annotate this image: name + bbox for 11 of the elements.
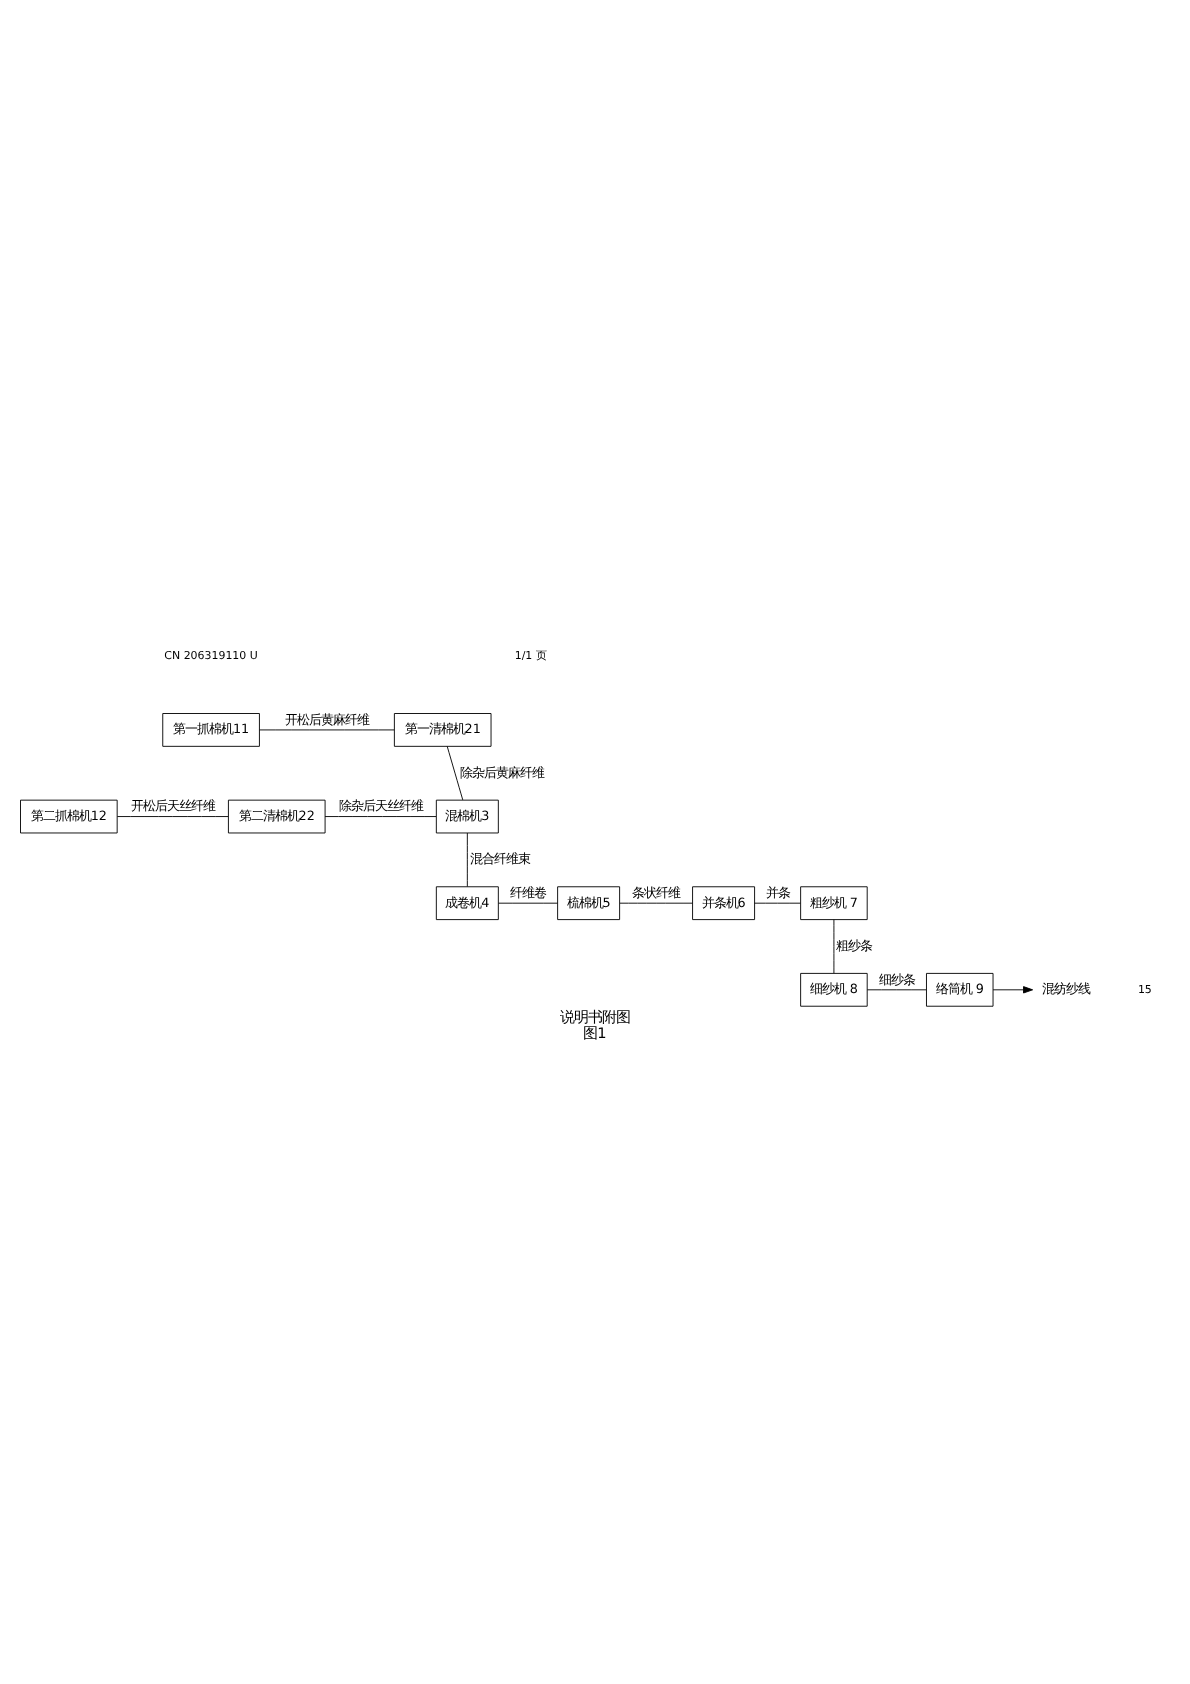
connector (498, 901, 558, 903)
connector (324, 815, 437, 816)
connector (446, 744, 464, 800)
connector (754, 901, 801, 903)
connector (116, 815, 229, 816)
connector (866, 988, 927, 990)
connector (833, 918, 835, 973)
connector (619, 901, 693, 903)
connector (466, 831, 468, 886)
arrow (992, 985, 1034, 993)
connector (259, 728, 395, 730)
